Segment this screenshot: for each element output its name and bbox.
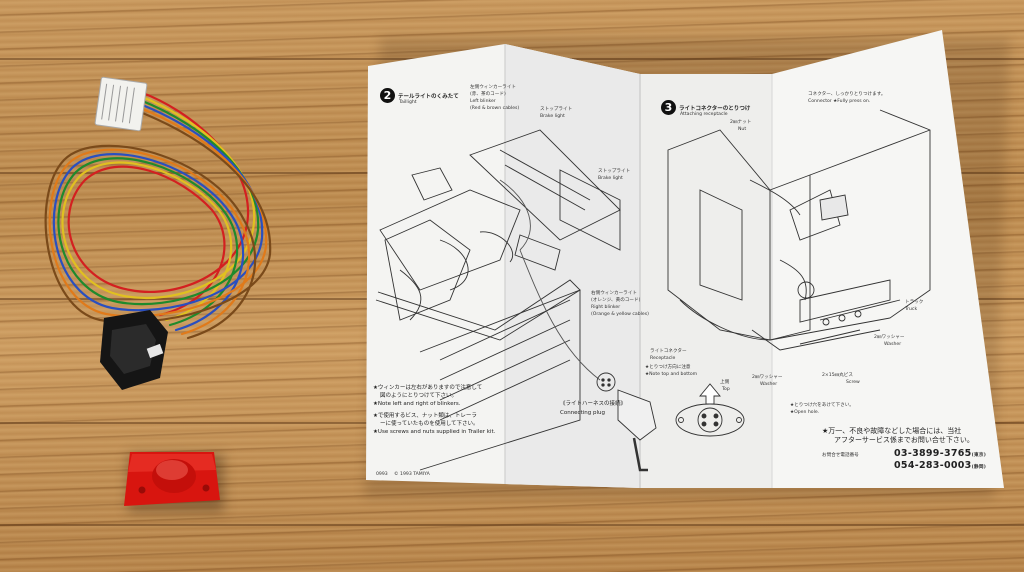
phone-tokyo-city: (東京) — [971, 453, 987, 458]
step-2-number: 2 — [380, 88, 395, 103]
step-2-title-en: Taillight — [399, 100, 417, 105]
harness-label-en: Connecting plug — [560, 410, 605, 416]
phone-shizuoka-city: (静岡) — [971, 465, 987, 470]
contact-label: お問合せ電話番号 — [822, 453, 859, 458]
note-screws-jp: ★で使用するビス、ナット類は、トレーラ — [373, 413, 477, 419]
right-blinker-en: Right blinker — [591, 305, 621, 310]
step-3-number: 3 — [661, 100, 676, 115]
truck-en: Truck — [905, 307, 918, 312]
doc-code: 0993 — [376, 472, 388, 477]
note-blinkers-en: ★Note left and right of blinkers. — [373, 401, 461, 407]
plank-seam — [0, 524, 1024, 526]
left-blinker-jp2: (赤、茶のコード) — [470, 92, 506, 97]
open-hole-jp: ★とりつけ穴をあけて下さい。 — [790, 403, 854, 408]
brake-light-en: Brake light — [540, 114, 565, 119]
connector-jp: コネクター、しっかりとりつけます。 — [808, 92, 886, 97]
right-blinker-en2: (Orange & yellow cables) — [591, 312, 649, 317]
wire — [52, 102, 264, 332]
left-blinker-en: Left blinker — [470, 99, 496, 104]
note-screws-en: ★Use screws and nuts supplied in Trailer… — [373, 429, 496, 435]
top-en: Top — [722, 387, 730, 392]
step-3-title-jp: ライトコネクターのとりつけ — [679, 106, 751, 112]
truck-jp: トラック — [905, 300, 924, 305]
brake-light-jp: ストップライト — [540, 107, 573, 112]
white-connector — [94, 76, 148, 132]
wire — [57, 98, 260, 327]
service-note-jp2: アフターサービス係までお問い合せ下さい。 — [834, 436, 974, 444]
direction-en: ★Note top and bottom — [645, 372, 698, 377]
wire — [44, 110, 272, 340]
phone-shizuoka-number: 054-283-0003 — [894, 460, 972, 471]
note-screws-jp2: ーに使っていたものを使用して下さい。 — [380, 421, 479, 427]
washer2-jp: 2㎜ワッシャー — [752, 375, 783, 380]
copyright: © 1993 TAMIYA — [394, 472, 430, 477]
top-jp: 上側 — [720, 380, 730, 385]
washer2-en: Washer — [760, 382, 778, 387]
receptacle-en: Receptacle — [650, 356, 676, 361]
service-note-jp: ★万一、不良や故障などした場合には、当社 — [822, 427, 962, 435]
nut-en: Nut — [738, 127, 747, 132]
screw-jp: 2×15㎜丸ビス — [822, 373, 853, 378]
step-3-title-en: Attaching receptacle — [680, 112, 728, 117]
wire — [61, 94, 256, 322]
right-blinker-jp: 右側ウィンカーライト — [591, 291, 637, 296]
washer-jp: 2㎜ワッシャー — [874, 335, 905, 340]
step-2-title-jp: テールライトのくみたて — [398, 94, 459, 100]
wire — [48, 106, 268, 336]
open-hole-en: ★Open hole. — [790, 410, 820, 415]
receptacle-jp: ライトコネクター — [650, 349, 687, 354]
screw-en: Screw — [846, 380, 860, 385]
left-blinker-jp: 左側ウィンカーライト — [470, 85, 516, 90]
phone-tokyo-number: 03-3899-3765 — [894, 448, 972, 459]
right-blinker-jp2: (オレンジ、黄のコード) — [591, 298, 641, 303]
washer-en: Washer — [884, 342, 902, 347]
connector-en: Connector ★Fully press on. — [808, 99, 871, 104]
note-blinkers-jp2: 図のようにとりつけて下さい。 — [380, 393, 458, 399]
harness-label-jp: 《ライトハーネスの接続》 — [560, 401, 627, 407]
black-plug — [100, 310, 168, 390]
nut-jp: 2㎜ナット — [730, 120, 752, 125]
direction-jp: ★とりつけ方向に注意 — [645, 365, 691, 370]
phone-tokyo: 03-3899-3765(東京) — [894, 449, 986, 459]
left-blinker-en2: (Red & brown cables) — [470, 106, 520, 111]
brake-light2-jp: ストップライト — [598, 169, 631, 174]
brake-light2-en: Brake light — [598, 176, 623, 181]
note-blinkers-jp: ★ウィンカーは左右がありますので注意して — [373, 385, 483, 391]
wire — [67, 90, 250, 317]
phone-shizuoka: 054-283-0003(静岡) — [894, 461, 986, 471]
